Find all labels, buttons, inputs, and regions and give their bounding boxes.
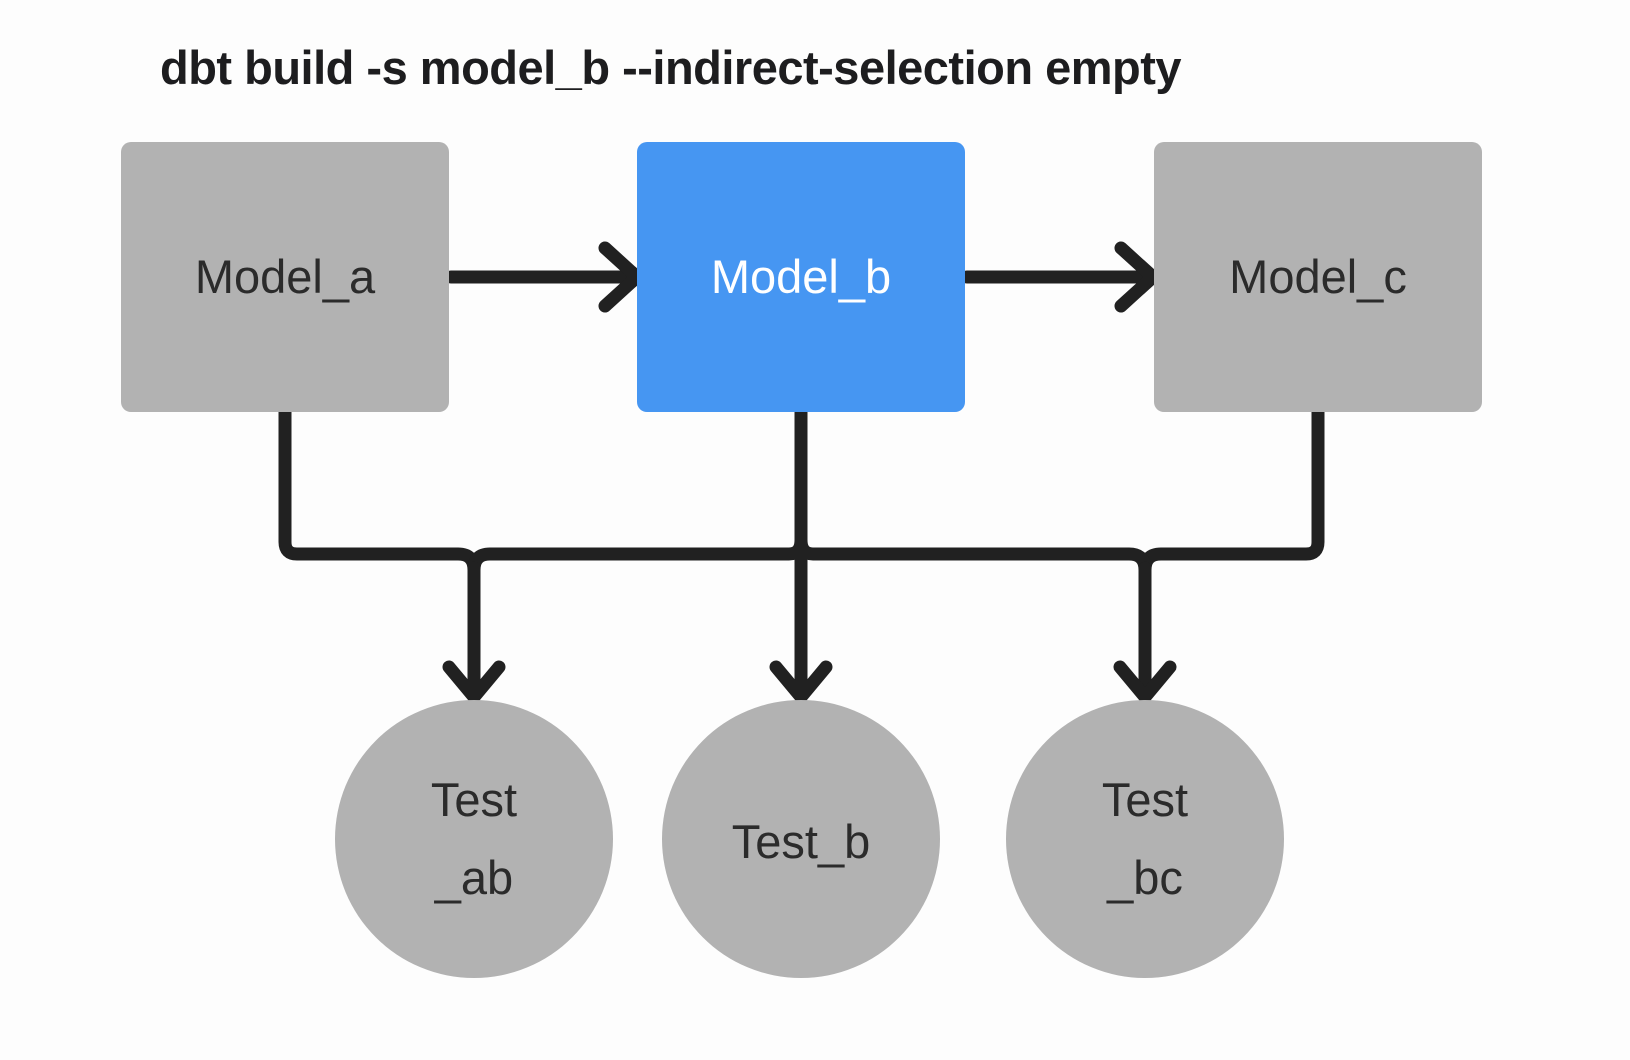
edge-test-bc-arrowhead-icon (1113, 660, 1177, 704)
node-model-c-label: Model_c (1229, 250, 1407, 303)
edge-model-c-stem-and-bus (1138, 405, 1325, 577)
edge-lines (278, 241, 1325, 704)
node-model-c (1154, 142, 1482, 412)
edge-test-ab-arrowhead-icon (442, 660, 506, 704)
edge-bus-left-to-center (467, 533, 808, 577)
node-test-bc-label-line1: Test (1102, 773, 1188, 826)
edge-model-b-to-model-c-arrowhead-icon (1114, 241, 1160, 313)
diagram-title: dbt build -s model_b --indirect-selectio… (160, 41, 1181, 94)
node-test-b-label: Test_b (732, 815, 870, 868)
node-test-ab (335, 700, 613, 978)
node-model-b-label: Model_b (711, 250, 891, 303)
node-test-bc-label-line2: _bc (1106, 851, 1183, 904)
edge-test-b-arrowhead-icon (769, 660, 833, 704)
node-model-a (121, 142, 449, 412)
node-test-bc (1006, 700, 1284, 978)
edge-model-a-stem-and-bus (278, 405, 481, 577)
node-model-b-selected (637, 142, 965, 412)
node-test-b (662, 700, 940, 978)
edge-bus-right-to-center (794, 533, 1152, 577)
node-test-ab-label-line1: Test (431, 773, 517, 826)
node-model-a-label: Model_a (195, 250, 376, 303)
node-test-ab-label-line2: _ab (434, 851, 513, 904)
